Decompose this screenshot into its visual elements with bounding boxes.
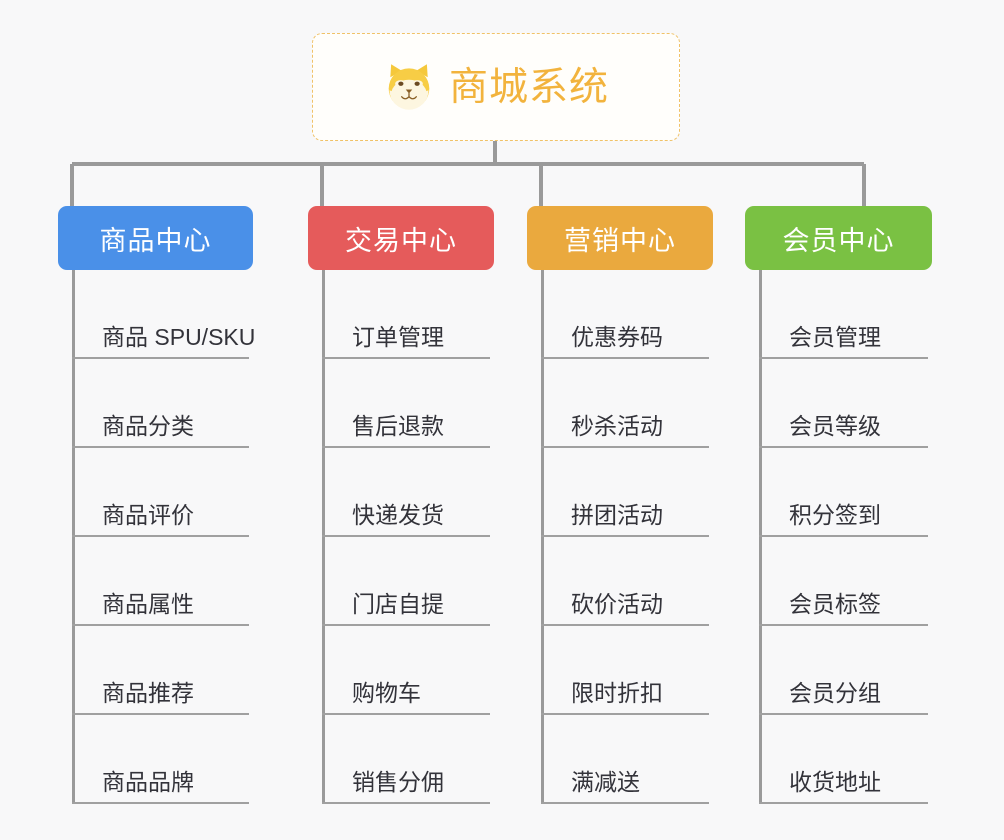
branch-title-3: 营销中心: [564, 225, 676, 256]
leaf-label: 积分签到: [789, 502, 881, 528]
leaf-label: 门店自提: [352, 591, 444, 617]
leaf-underline: [759, 357, 928, 359]
leaf-underline: [72, 446, 249, 448]
root-title: 商城系统: [448, 65, 609, 109]
leaf-label: 满减送: [571, 769, 640, 795]
branch-会员中心: 会员中心 会员管理 会员等级 积分签到 会员标签 会员分组: [745, 206, 932, 804]
leaf-underline: [322, 357, 490, 359]
branch-header-2[interactable]: 交易中心: [308, 206, 494, 270]
leaf-label: 商品品牌: [102, 769, 194, 795]
branch-header-4[interactable]: 会员中心: [745, 206, 932, 270]
branch-trunk-4: [759, 270, 762, 804]
leaf-label: 砍价活动: [571, 591, 663, 617]
leaf-underline: [759, 624, 928, 626]
leaf-underline: [759, 446, 928, 448]
branch-营销中心: 营销中心 优惠券码 秒杀活动 拼团活动 砍价活动 限时折扣: [527, 206, 713, 804]
leaf-underline: [322, 802, 490, 804]
branch-交易中心: 交易中心 订单管理 售后退款 快递发货 门店自提 购物车: [308, 206, 494, 804]
leaf-underline: [541, 535, 709, 537]
leaf-label: 限时折扣: [571, 680, 663, 706]
leaf-underline: [72, 535, 249, 537]
leaf-underline: [759, 802, 928, 804]
leaf-underline: [541, 802, 709, 804]
leaf-underline: [72, 357, 249, 359]
leaf-label: 优惠券码: [571, 324, 663, 350]
leaf-underline: [541, 713, 709, 715]
leaf-label: 购物车: [352, 680, 421, 706]
leaf-label: 商品 SPU/SKU: [102, 324, 256, 350]
leaf-label: 商品属性: [102, 591, 194, 617]
branch-trunk-3: [541, 270, 544, 804]
shiba-dog-icon: [383, 61, 435, 113]
leaf-underline: [72, 802, 249, 804]
leaf-underline: [541, 357, 709, 359]
leaf-label: 售后退款: [352, 413, 444, 439]
branch-title-1: 商品中心: [99, 225, 212, 256]
leaf-label: 会员等级: [789, 413, 881, 439]
leaf-underline: [322, 713, 490, 715]
leaf-label: 商品评价: [102, 502, 194, 528]
leaf-underline: [541, 446, 709, 448]
leaf-label: 会员分组: [789, 680, 881, 706]
leaf-underline: [322, 535, 490, 537]
leaf-label: 拼团活动: [571, 502, 663, 528]
leaf-label: 收货地址: [789, 769, 881, 795]
leaf-underline: [541, 624, 709, 626]
branch-title-2: 交易中心: [345, 225, 457, 256]
leaf-underline: [759, 713, 928, 715]
leaf-label: 销售分佣: [352, 769, 444, 795]
leaf-label: 商品推荐: [102, 680, 194, 706]
branch-header-3[interactable]: 营销中心: [527, 206, 713, 270]
root-node[interactable]: 商城系统: [312, 33, 680, 141]
branch-title-4: 会员中心: [782, 225, 895, 256]
leaf-label: 订单管理: [352, 324, 444, 350]
branch-trunk-1: [72, 270, 75, 804]
leaf-label: 快递发货: [352, 502, 444, 528]
leaf-underline: [322, 446, 490, 448]
branch-商品中心: 商品中心 商品 SPU/SKU 商品分类 商品评价 商品属性 商品推荐: [58, 206, 255, 804]
leaf-underline: [322, 624, 490, 626]
branch-header-1[interactable]: 商品中心: [58, 206, 253, 270]
leaf-underline: [72, 624, 249, 626]
branch-trunk-2: [322, 270, 325, 804]
leaf-label: 商品分类: [102, 413, 194, 439]
leaf-label: 秒杀活动: [571, 413, 663, 439]
leaf-label: 会员管理: [789, 324, 881, 350]
leaf-underline: [759, 535, 928, 537]
leaf-label: 会员标签: [789, 591, 881, 617]
leaf-underline: [72, 713, 249, 715]
